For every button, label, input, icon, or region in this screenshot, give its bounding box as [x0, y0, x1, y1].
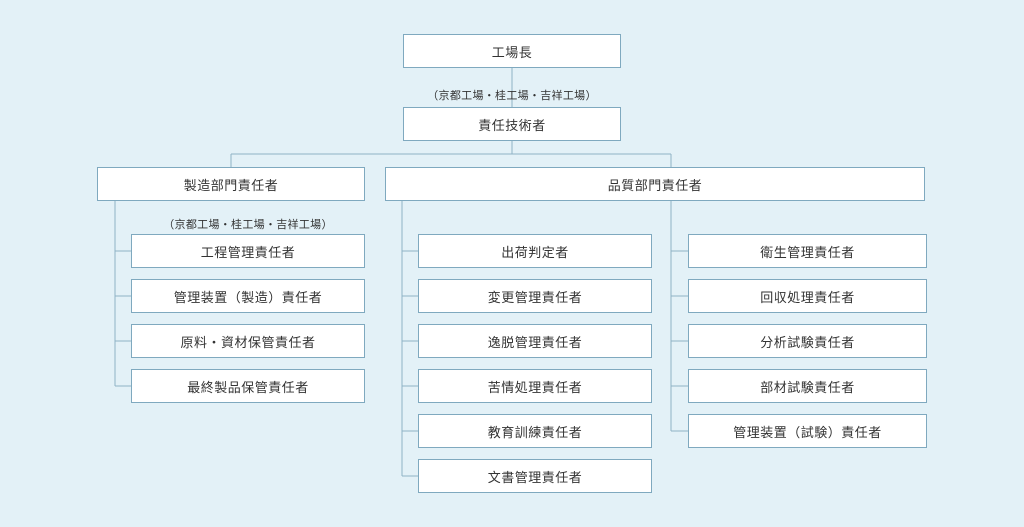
quality-item-box: 変更管理責任者 [418, 279, 652, 313]
box-factory-manager: 工場長 [403, 34, 621, 68]
manufacturing-item-box: 最終製品保管責任者 [131, 369, 365, 403]
quality-item-box: 回収処理責任者 [688, 279, 927, 313]
quality-item-box: 苦情処理責任者 [418, 369, 652, 403]
quality-item-box: 逸脱管理責任者 [418, 324, 652, 358]
quality-item-box: 文書管理責任者 [418, 459, 652, 493]
manufacturing-item-box: 原料・資材保管責任者 [131, 324, 365, 358]
quality-item-box: 衛生管理責任者 [688, 234, 927, 268]
quality-item-box: 出荷判定者 [418, 234, 652, 268]
box-manufacturing-head: 製造部門責任者 [97, 167, 365, 201]
manufacturing-item-box: 管理装置（製造）責任者 [131, 279, 365, 313]
tech-note: （京都工場・桂工場・吉祥工場） [427, 89, 597, 102]
manufacturing-note: （京都工場・桂工場・吉祥工場） [163, 218, 333, 231]
quality-item-box: 管理装置（試験）責任者 [688, 414, 927, 448]
quality-item-box: 部材試験責任者 [688, 369, 927, 403]
quality-item-box: 分析試験責任者 [688, 324, 927, 358]
manufacturing-item-box: 工程管理責任者 [131, 234, 365, 268]
box-responsible-engineer: 責任技術者 [403, 107, 621, 141]
box-quality-head: 品質部門責任者 [385, 167, 925, 201]
quality-item-box: 教育訓練責任者 [418, 414, 652, 448]
